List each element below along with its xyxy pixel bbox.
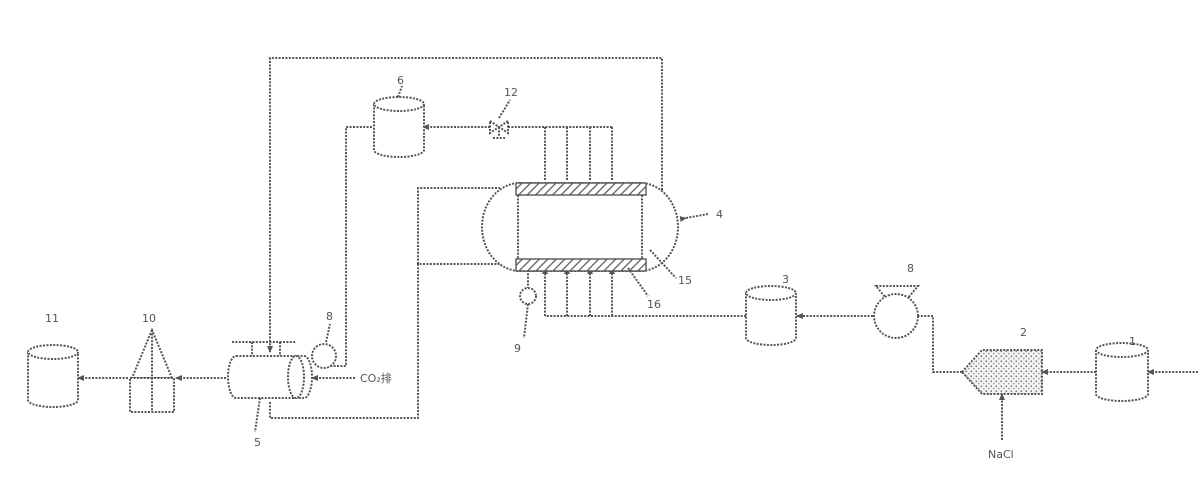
tank-11 — [27, 344, 79, 408]
label-3: 3 — [782, 273, 789, 286]
label-16: 16 — [647, 298, 661, 311]
label-11: 11 — [45, 312, 59, 325]
pump-8 — [873, 285, 921, 339]
unit-10 — [129, 327, 175, 413]
tank-6 — [373, 85, 425, 158]
label-12: 12 — [504, 86, 518, 99]
tank-3 — [745, 285, 797, 346]
label-8-pump: 8 — [907, 262, 914, 275]
label-1: 1 — [1129, 335, 1136, 348]
label-feed-co2: CO₂排 — [360, 371, 392, 385]
label-6: 6 — [397, 74, 404, 87]
pipe-network — [77, 57, 1198, 440]
mixer-2 — [960, 349, 1043, 395]
pump-9 — [519, 287, 537, 339]
diagram-labels: 1 2 3 4 5 6 8 8 9 10 11 12 15 16 NaCl CO… — [45, 74, 1136, 461]
tank-1 — [1095, 342, 1149, 402]
label-8-separator: 8 — [326, 310, 333, 323]
reactor-4 — [481, 182, 709, 297]
valve-12 — [489, 99, 511, 139]
separator-7 — [227, 323, 337, 433]
label-10: 10 — [142, 312, 156, 325]
label-2: 2 — [1020, 326, 1027, 339]
label-feed-nacl: NaCl — [988, 448, 1014, 461]
label-9: 9 — [514, 342, 521, 355]
label-5: 5 — [254, 436, 261, 449]
label-4: 4 — [716, 208, 723, 221]
label-15: 15 — [678, 274, 692, 287]
